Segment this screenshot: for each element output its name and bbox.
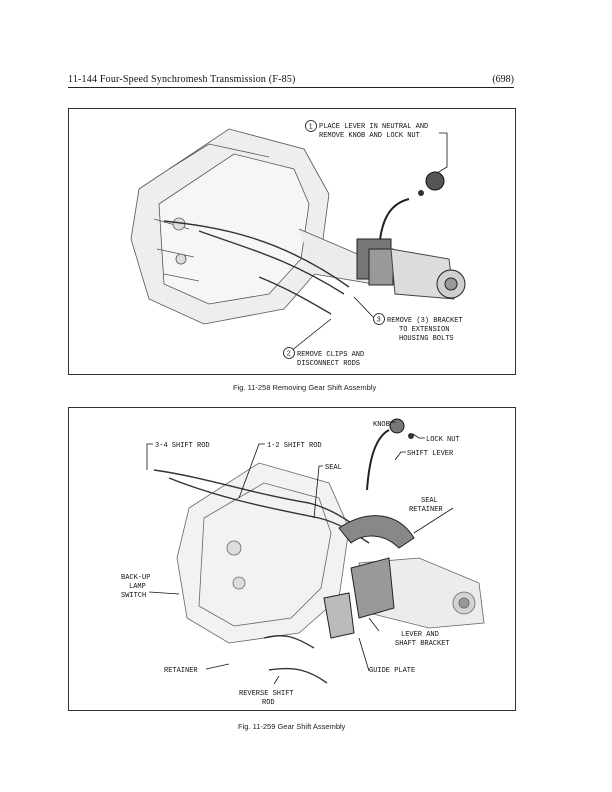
label-retainer: RETAINER bbox=[164, 667, 198, 675]
figure-1-frame: 1 PLACE LEVER IN NEUTRAL AND REMOVE KNOB… bbox=[68, 108, 516, 375]
figure-2-frame: KNOB LOCK NUT 3-4 SHIFT ROD 1-2 SHIFT RO… bbox=[68, 407, 516, 711]
callout-1-line-2: REMOVE KNOB AND LOCK NUT bbox=[319, 132, 420, 140]
figure-1-illustration: 1 PLACE LEVER IN NEUTRAL AND REMOVE KNOB… bbox=[130, 120, 466, 368]
label-lever-bracket-line-1: LEVER AND bbox=[401, 631, 439, 639]
header-page-ref: (698) bbox=[492, 74, 514, 85]
shift-knob-drawing bbox=[425, 171, 445, 191]
exploded-lock-nut-drawing bbox=[408, 433, 414, 439]
callout-3-line-1: REMOVE (3) BRACKET bbox=[387, 317, 463, 325]
callout-3-line-2: TO EXTENSION bbox=[399, 326, 449, 334]
figure-2-caption: Fig. 11-259 Gear Shift Assembly bbox=[238, 722, 346, 731]
transmission-case-drawing bbox=[130, 128, 375, 325]
callout-3-number: 3 bbox=[377, 317, 381, 324]
label-lock-nut: LOCK NUT bbox=[426, 436, 460, 444]
figure-1-caption: Fig. 11-258 Removing Gear Shift Assembly bbox=[233, 383, 377, 392]
label-back-up-line-2: LAMP bbox=[129, 583, 146, 591]
label-seal: SEAL bbox=[325, 464, 342, 472]
label-3-4-shift-rod: 3-4 SHIFT ROD bbox=[155, 442, 210, 450]
label-seal-retainer-line-2: RETAINER bbox=[409, 506, 443, 514]
figure-2-illustration: KNOB LOCK NUT 3-4 SHIFT ROD 1-2 SHIFT RO… bbox=[121, 418, 485, 707]
shift-rods-drawing bbox=[163, 220, 350, 315]
header-title: 11-144 Four-Speed Synchromesh Transmissi… bbox=[68, 74, 296, 85]
figure-1-leaders bbox=[290, 132, 448, 352]
header-rule bbox=[68, 87, 514, 88]
label-shift-lever: SHIFT LEVER bbox=[407, 450, 454, 458]
callout-1-badge bbox=[305, 120, 317, 132]
label-1-2-shift-rod: 1-2 SHIFT ROD bbox=[267, 442, 322, 450]
lock-nut-drawing bbox=[418, 190, 424, 196]
label-back-up-line-1: BACK-UP bbox=[121, 574, 150, 582]
callout-3-line-3: HOUSING BOLTS bbox=[399, 335, 454, 343]
label-seal-retainer-line-1: SEAL bbox=[421, 497, 438, 505]
label-back-up-line-3: SWITCH bbox=[121, 592, 146, 600]
label-knob: KNOB bbox=[373, 421, 390, 429]
label-guide-plate: GUIDE PLATE bbox=[369, 667, 415, 675]
figure-2-leaders bbox=[146, 421, 454, 685]
shift-lever-drawing bbox=[356, 198, 466, 300]
exploded-lever-drawing bbox=[323, 429, 415, 639]
page-header: 11-144 Four-Speed Synchromesh Transmissi… bbox=[68, 74, 514, 88]
callout-1-line-1: PLACE LEVER IN NEUTRAL AND bbox=[319, 123, 428, 131]
exploded-knob-drawing bbox=[389, 418, 405, 434]
callout-1-number: 1 bbox=[309, 124, 313, 131]
callout-2-line-2: DISCONNECT RODS bbox=[297, 360, 360, 368]
callout-2-badge bbox=[283, 347, 295, 359]
callout-2-number: 2 bbox=[287, 351, 291, 358]
label-reverse-shift-line-1: REVERSE SHIFT bbox=[239, 690, 294, 698]
callout-2-line-1: REMOVE CLIPS AND bbox=[297, 351, 364, 359]
callout-3-badge bbox=[373, 313, 385, 325]
label-lever-bracket-line-2: SHAFT BRACKET bbox=[395, 640, 450, 648]
label-reverse-shift-line-2: ROD bbox=[262, 699, 275, 707]
